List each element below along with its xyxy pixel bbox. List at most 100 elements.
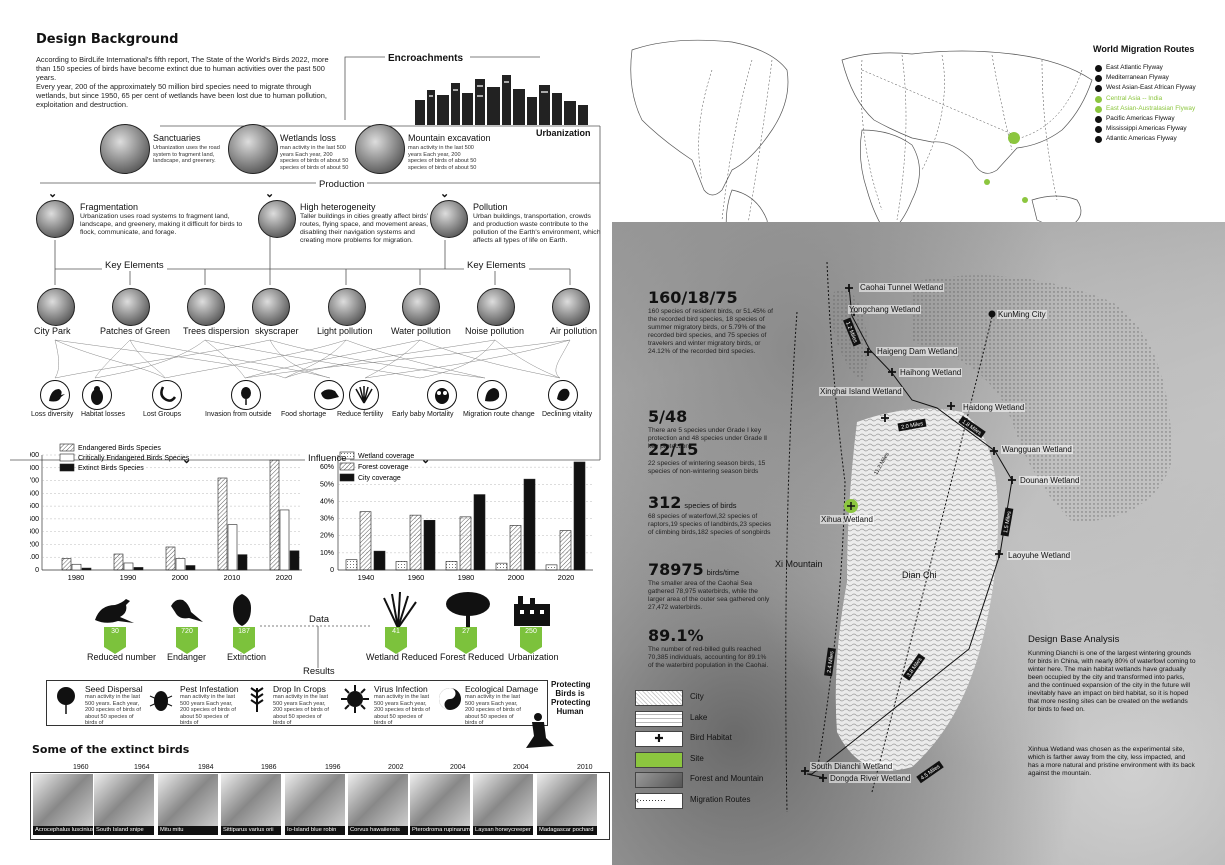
xi-mountain-label: Xi Mountain	[775, 559, 823, 569]
stat-big-number: 22/15	[648, 440, 699, 459]
route-dot-icon	[1095, 136, 1102, 144]
analysis-para-1: Kunming Dianchi is one of the largest wi…	[1028, 650, 1196, 713]
data-item-label: Extinction	[227, 652, 267, 662]
bar	[279, 509, 290, 571]
bar	[269, 459, 280, 571]
wetland-label: Haidong Wetland	[962, 403, 1026, 412]
rose-icon	[57, 687, 75, 714]
bird-species-chart: 0100200300400500600700800900198019902000…	[30, 443, 302, 582]
air-pollution-image	[552, 288, 590, 326]
chevron-down-icon: ⌄	[440, 188, 450, 200]
noise-pollution-image	[477, 288, 515, 326]
data-arrow-up: 187	[233, 627, 255, 654]
top-item-title-1: Sanctuaries	[153, 133, 201, 143]
extinct-bird-image	[94, 774, 154, 826]
wetland-label: Dounan Wetland	[1019, 476, 1081, 485]
bar	[227, 524, 238, 571]
early-baby-mortality-icon	[427, 380, 457, 410]
stat-block: 89.1%The number of red-billed gulls reac…	[648, 626, 773, 670]
virus-icon	[341, 685, 369, 713]
wetland-label: Xinghai Island Wetland	[819, 387, 903, 396]
result-text: man activity in the last 500 years Each …	[273, 694, 329, 727]
wetland-label: South Dianchi Wetland	[810, 762, 894, 771]
extinct-year: 1964	[134, 764, 150, 771]
data-item-label: Forest Reduced	[440, 652, 505, 662]
legend-swatch	[339, 462, 355, 471]
wetland-label: Xihua Wetland	[820, 515, 874, 524]
x-tick-label: 1980	[458, 573, 475, 582]
urbanization-label: Urbanization	[536, 128, 591, 138]
stat-text: The number of red-billed gulls reached 7…	[648, 646, 769, 669]
mountain-excavation-image	[355, 124, 405, 174]
result-title: Seed Dispersal	[85, 684, 143, 694]
wheat-icon	[250, 687, 264, 712]
data-connectors	[260, 625, 372, 668]
impact-label: Loss diversity	[31, 411, 74, 418]
route-legend-label: Mediterranean Flyway	[1106, 74, 1169, 82]
bar	[175, 558, 186, 571]
route-legend-label: East Atlantic Flyway	[1106, 64, 1163, 71]
top-item-text-1: Urbanization uses the road system to fra…	[153, 145, 220, 165]
results-label: Results	[303, 666, 335, 677]
bar	[165, 546, 176, 571]
legend-swatch	[339, 473, 355, 482]
legend-swatch	[59, 443, 75, 452]
legend-label: Endangered Birds Species	[78, 445, 161, 452]
extinct-year: 2004	[513, 764, 529, 771]
map-legend-swatch	[635, 690, 683, 706]
route-legend-label: West Asian-East African Flyway	[1106, 84, 1196, 92]
stat-unit: birds/time	[706, 568, 740, 577]
legend-swatch	[59, 463, 75, 472]
migration-routes-title: World Migration Routes	[1093, 44, 1195, 54]
bar	[423, 519, 436, 571]
route-dot-icon	[1095, 95, 1102, 103]
stat-big-number: 160/18/75	[648, 288, 738, 307]
extinct-bird-image	[537, 774, 597, 826]
result-title: Drop In Crops	[273, 684, 326, 694]
stat-big-number: 5/48	[648, 407, 688, 426]
analysis-title: Design Base Analysis	[1028, 634, 1120, 645]
map-legend-label: Site	[690, 753, 704, 763]
background-para-2: Every year, 200 of the approximately 50 …	[36, 82, 327, 109]
extinct-bird-name: Io-Island blue robin	[285, 826, 345, 835]
stat-text: 22 species of wintering season birds, 15…	[648, 460, 766, 475]
dian-chi-label: Dian Chi	[902, 570, 937, 580]
migration-route-icon: ‹·········	[635, 792, 683, 809]
owl-silhouette-icon	[233, 594, 251, 626]
invasion-icon	[231, 380, 261, 410]
bar	[409, 514, 422, 571]
x-tick-label: 1990	[120, 573, 137, 582]
stat-unit: species of birds	[684, 501, 737, 510]
bar	[133, 567, 144, 571]
data-item-label: Wetland Reduced	[366, 652, 438, 662]
production-text-1: Urbanization uses road systems to fragme…	[80, 213, 243, 236]
chevron-down-icon: ⌄	[265, 188, 275, 200]
skyscraper-image	[252, 288, 290, 326]
wetland-label: Haigeng Dam Wetland	[876, 347, 959, 356]
production-label: Production	[316, 179, 368, 190]
map-legend-swatch	[635, 710, 683, 727]
key-element-label: Patches of Green	[100, 326, 171, 336]
bar	[81, 567, 92, 571]
legend-label: Critically Endangered Birds Species	[78, 455, 190, 462]
bug-icon	[149, 691, 173, 711]
y-tick-label: 100	[30, 554, 39, 561]
bar	[113, 553, 124, 571]
y-tick-label: 10%	[320, 550, 334, 557]
trees-dispersion-image	[187, 288, 225, 326]
key-element-label: Water pollution	[391, 326, 451, 336]
impact-label: Food shortage	[281, 411, 327, 418]
stat-big-number: 89.1%	[648, 626, 704, 645]
protecting-slogan: Protecting Birds is Protecting Human	[551, 680, 591, 716]
legend-label: Extinct Birds Species	[78, 465, 144, 472]
legend-swatch	[59, 453, 75, 462]
map-legend-label: Forest and Mountain	[690, 774, 764, 783]
key-element-label: Trees dispersion	[183, 326, 250, 336]
bar	[559, 530, 572, 571]
legend-swatch	[339, 451, 355, 460]
stat-text: The smaller area of the Caohai Sea gathe…	[648, 580, 770, 611]
production-text-2: Taller buildings in cities greatly affec…	[300, 213, 429, 244]
declining-vitality-icon	[548, 380, 578, 410]
